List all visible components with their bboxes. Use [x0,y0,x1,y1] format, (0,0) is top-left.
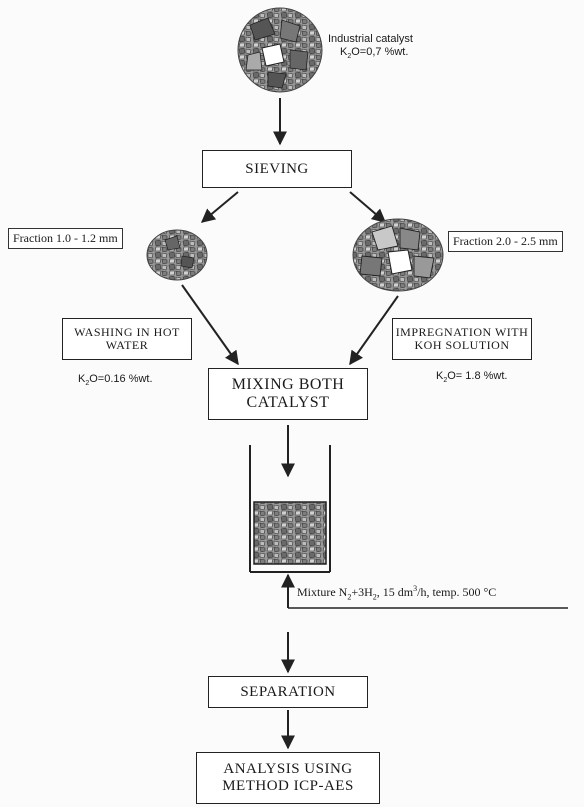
industrial-catalyst-k2o: K2O=0,7 %wt. [340,45,409,60]
washing-line1: WASHING IN HOT [74,324,180,339]
small-fraction-image [146,229,208,281]
reactor-vessel [249,445,331,573]
washing-line2: WATER [105,338,149,352]
impregnation-step-box: IMPREGNATION WITH KOH SOLUTION [392,318,532,360]
washing-step-box: WASHING IN HOT WATER [62,318,192,360]
industrial-catalyst-label: Industrial catalyst K2O=0,7 %wt. [328,33,413,61]
separation-label: SEPARATION [240,683,336,700]
arrow-to-large-fraction [349,191,387,223]
arrow-large-to-mixing [349,295,399,366]
gas-mixture-label: Mixture N2+3H2, 15 dm3/h, temp. 500 °C [297,584,497,602]
washing-k2o-label: K2O=0.16 %wt. [78,373,153,388]
mixing-line2: CATALYST [246,394,330,411]
arrow-small-to-mixing [181,284,239,366]
arrow-to-small-fraction [200,191,239,223]
impregnation-k2o-label: K2O= 1.8 %wt. [436,370,508,385]
small-fraction-label: Fraction 1.0 - 1.2 mm [8,228,123,249]
analysis-step-box: ANALYSIS USING METHOD ICP-AES [196,752,380,804]
mixing-line1: MIXING BOTH [231,376,345,394]
analysis-line2: METHOD ICP-AES [222,778,354,794]
impregnation-line1: IMPREGNATION WITH [395,324,529,339]
industrial-catalyst-image [237,7,323,93]
large-fraction-label: Fraction 2.0 - 2.5 mm [448,231,563,252]
sieving-label: SIEVING [245,160,309,177]
industrial-catalyst-name: Industrial catalyst [328,33,413,45]
mixing-step-box: MIXING BOTH CATALYST [208,368,368,420]
analysis-line1: ANALYSIS USING [223,761,353,778]
sieving-step-box: SIEVING [202,150,352,188]
gas-inlet-arrow [281,573,568,609]
separation-step-box: SEPARATION [208,676,368,708]
impregnation-line2: KOH SOLUTION [414,338,510,352]
large-fraction-image [352,218,444,292]
